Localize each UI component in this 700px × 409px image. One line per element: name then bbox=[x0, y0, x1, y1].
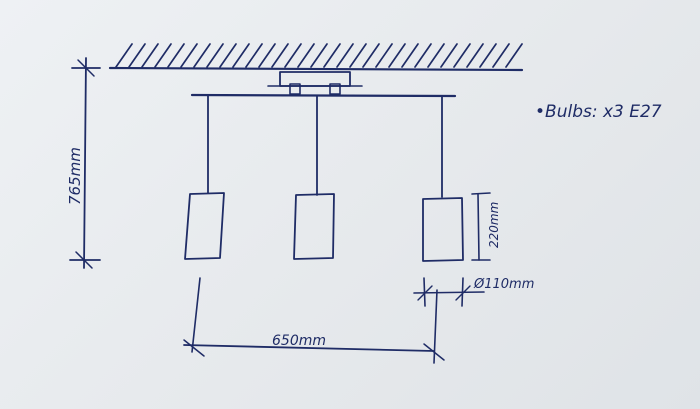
hatch-stroke bbox=[154, 43, 172, 68]
hatch-stroke bbox=[219, 43, 237, 68]
width-dimension: 650mm bbox=[183, 277, 445, 364]
diameter-label: Ø110mm bbox=[473, 277, 534, 292]
hatch-stroke bbox=[258, 43, 276, 68]
hatch-stroke bbox=[180, 43, 198, 68]
pendant-right bbox=[422, 95, 464, 262]
hatch-stroke bbox=[232, 43, 250, 68]
support-bar bbox=[190, 93, 457, 98]
hatch-stroke bbox=[245, 43, 263, 68]
hatch-stroke bbox=[323, 43, 341, 68]
hatch-stroke bbox=[349, 43, 367, 68]
hatch-stroke bbox=[388, 43, 406, 68]
height-dimension: 765mm bbox=[66, 57, 101, 269]
shade-middle bbox=[293, 193, 335, 260]
ceiling bbox=[108, 43, 524, 72]
hatch-stroke bbox=[297, 43, 315, 68]
hatch-stroke bbox=[141, 43, 159, 68]
hatch-stroke bbox=[362, 43, 380, 68]
width-label: 650mm bbox=[272, 333, 326, 349]
hatch-stroke bbox=[505, 43, 523, 68]
shade-height-dimension: 220mm bbox=[471, 192, 501, 261]
pendant-left bbox=[184, 95, 225, 260]
hatch-stroke bbox=[167, 43, 185, 68]
hatch-stroke bbox=[414, 43, 432, 68]
shade-height-label: 220mm bbox=[487, 202, 501, 248]
hatch-stroke bbox=[440, 43, 458, 68]
hatch-stroke bbox=[375, 43, 393, 68]
bulbs-note: •Bulbs: x3 E27 bbox=[535, 102, 662, 122]
hatch-stroke bbox=[193, 43, 211, 68]
hatch-stroke bbox=[427, 43, 445, 68]
shade-right bbox=[422, 197, 464, 262]
hatch-stroke bbox=[453, 43, 471, 68]
hatch-stroke bbox=[492, 43, 510, 68]
ceiling-hatching bbox=[115, 43, 523, 68]
diameter-dimension: Ø110mm bbox=[413, 277, 534, 307]
hatch-stroke bbox=[128, 43, 146, 68]
hatch-stroke bbox=[284, 43, 302, 68]
pendant-middle bbox=[293, 95, 335, 260]
ceiling-mount bbox=[267, 71, 363, 95]
hatch-stroke bbox=[206, 43, 224, 68]
ceiling-line bbox=[108, 66, 524, 72]
hatch-stroke bbox=[401, 43, 419, 68]
hatch-stroke bbox=[466, 43, 484, 68]
hatch-stroke bbox=[115, 43, 133, 68]
hatch-stroke bbox=[271, 43, 289, 68]
hatch-stroke bbox=[310, 43, 328, 68]
shade-left bbox=[184, 192, 225, 260]
hatch-stroke bbox=[336, 43, 354, 68]
height-label: 765mm bbox=[66, 147, 84, 205]
hatch-stroke bbox=[479, 43, 497, 68]
